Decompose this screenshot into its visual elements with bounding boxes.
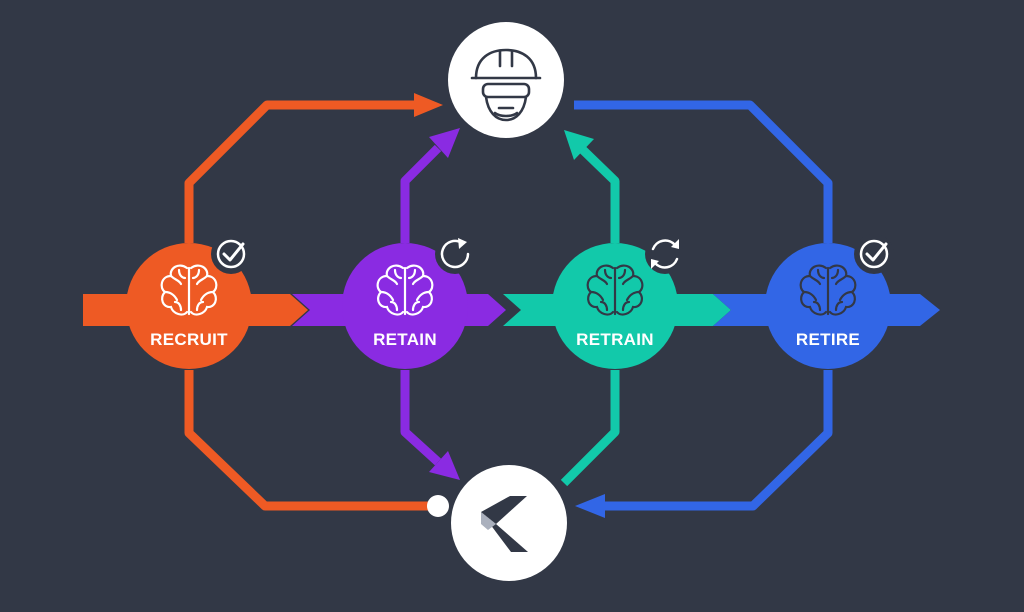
- stage-retire-label: RETIRE: [796, 330, 860, 349]
- top-node-circle: [448, 22, 564, 138]
- stage-retrain-label: RETRAIN: [576, 330, 654, 349]
- retrain-to-top-arrowhead: [564, 130, 594, 160]
- bottom-node-circle: [451, 465, 567, 581]
- stage-retire[interactable]: RETIRE: [765, 243, 891, 369]
- retire-to-bottom-arrowhead: [575, 494, 605, 518]
- stage-retrain[interactable]: RETRAIN: [552, 243, 678, 369]
- recruit-connectors: [184, 93, 449, 517]
- bottom-node[interactable]: [451, 465, 567, 581]
- top-node[interactable]: [448, 22, 564, 138]
- recruit-connector-dot: [427, 495, 449, 517]
- k-logo-icon: [481, 496, 528, 552]
- retain-to-top-line: [400, 144, 442, 243]
- retrain-connectors: [560, 130, 620, 487]
- stage-recruit[interactable]: RECRUIT: [126, 243, 252, 369]
- stage-retain[interactable]: RETAIN: [342, 243, 468, 369]
- worker-hardhat-icon: [470, 48, 542, 122]
- retain-to-bottom-line: [400, 370, 442, 466]
- retain-to-bottom-arrowhead: [429, 451, 460, 480]
- recruit-to-top-arrowhead: [414, 93, 443, 117]
- retain-connectors: [400, 128, 460, 480]
- retrain-to-top-line: [579, 146, 620, 243]
- recruit-to-bottom-line: [184, 370, 438, 511]
- stage-recruit-label: RECRUIT: [150, 330, 228, 349]
- retain-to-top-arrowhead: [429, 128, 460, 158]
- retire-to-bottom-line: [600, 370, 833, 511]
- top-to-retire-line: [574, 100, 833, 243]
- refresh-single-icon: [435, 234, 475, 274]
- stage-retain-label: RETAIN: [373, 330, 437, 349]
- check-circle-icon: [211, 234, 251, 274]
- retire-connectors: [574, 100, 833, 518]
- check-circle-icon: [854, 234, 894, 274]
- refresh-double-icon: [645, 234, 685, 274]
- recruit-to-top-line: [184, 100, 422, 243]
- retrain-to-bottom-line: [560, 370, 620, 487]
